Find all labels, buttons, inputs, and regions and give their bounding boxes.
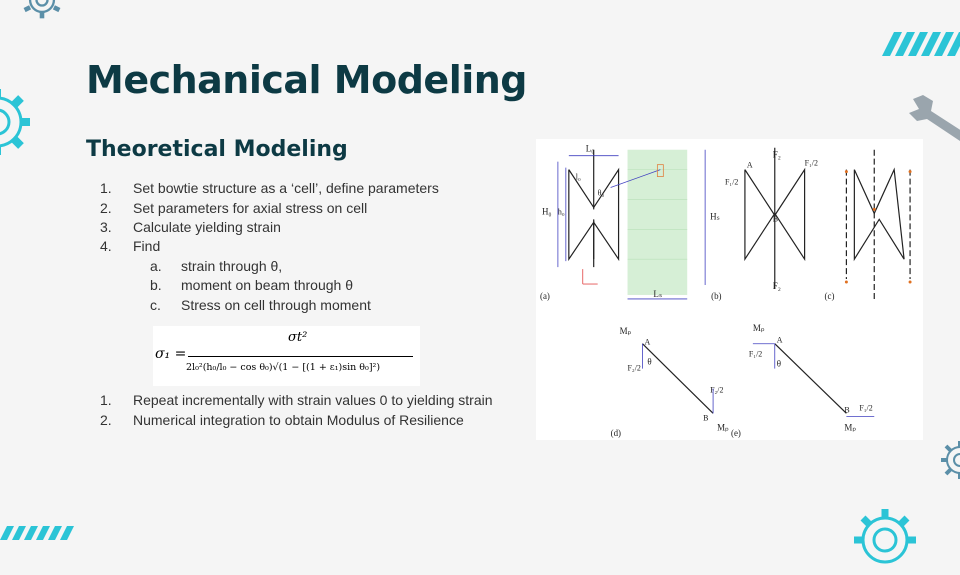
- label-l0: L₀: [586, 144, 595, 154]
- label-h0-cap: H₀: [542, 206, 552, 216]
- list-letter: c.: [150, 297, 161, 313]
- list-text: Find: [133, 238, 161, 254]
- label-theta: θ: [647, 357, 651, 367]
- panel-label-d: (d): [611, 428, 621, 438]
- list-number: 2.: [100, 200, 112, 216]
- list-number: 1.: [100, 180, 112, 196]
- label-mp: Mₚ: [753, 323, 765, 333]
- list-text: Set bowtie structure as a ‘cell’, define…: [133, 180, 439, 196]
- label-f2-half: F₂/2: [628, 364, 641, 373]
- gear-icon: [23, 0, 61, 19]
- wrench-icon: [909, 95, 960, 141]
- label-a: A: [644, 338, 650, 347]
- equation-numerator: σt²: [288, 330, 308, 345]
- label-theta0: θ₀: [598, 188, 605, 197]
- equation-lhs: σ₁ =: [155, 346, 187, 362]
- label-f1-half: F₁/2: [805, 159, 818, 168]
- gear-icon: [941, 441, 960, 479]
- bowtie-cell-c: [845, 149, 911, 299]
- label-h0: h₀: [558, 207, 565, 216]
- list-number: 4.: [100, 238, 112, 254]
- label-mp: Mₚ: [620, 326, 632, 336]
- label-b: B: [844, 405, 849, 414]
- label-f1-half: F₁/2: [859, 403, 872, 412]
- label-f1-half: F₁/2: [749, 350, 762, 359]
- list-text: moment on beam through θ: [181, 277, 353, 293]
- label-f2: F₂: [773, 281, 781, 291]
- list-text: Stress on cell through moment: [181, 297, 371, 313]
- label-a: A: [777, 336, 783, 345]
- list-number: 3.: [100, 219, 112, 235]
- bowtie-cell-b: [744, 147, 806, 290]
- bowtie-cell-a: [568, 149, 620, 268]
- label-f1-half: F₁/2: [725, 178, 738, 187]
- list-text: Repeat incrementally with strain values …: [133, 392, 493, 408]
- list-letter: b.: [150, 277, 162, 293]
- label-b: B: [773, 214, 778, 223]
- slide-title: Mechanical Modeling: [86, 58, 528, 102]
- section-subtitle: Theoretical Modeling: [86, 137, 348, 162]
- panel-label-e: (e): [731, 428, 741, 438]
- equation-denominator: 2l₀²(h₀/l₀ − cos θ₀)√(1 − [(1 + ε₁)sin θ…: [186, 362, 381, 373]
- stripes-decoration: [0, 526, 74, 540]
- list-number: 2.: [100, 412, 112, 428]
- label-b: B: [703, 413, 708, 422]
- list-number: 1.: [100, 392, 112, 408]
- panel-label-a: (a): [540, 291, 550, 301]
- label-hs: Hₛ: [710, 211, 720, 221]
- label-theta: θ: [777, 359, 781, 369]
- stripes-decoration: [882, 32, 960, 56]
- equation-image: σ₁ = σt² 2l₀²(h₀/l₀ − cos θ₀)√(1 − [(1 +…: [153, 326, 420, 386]
- list-text: Set parameters for axial stress on cell: [133, 200, 368, 216]
- list-letter: a.: [150, 258, 162, 274]
- gear-icon: [0, 89, 30, 155]
- list-text: Calculate yielding strain: [133, 219, 281, 235]
- bowtie-figure: L₀ H₀ h₀ l₀ θ₀ Hₛ Lₛ (a) F₂ F₂ F₁/2 F₁/2…: [536, 139, 923, 440]
- fraction-bar: [188, 356, 413, 357]
- beam-e: [774, 343, 847, 414]
- list-text: strain through θ,: [181, 258, 283, 274]
- label-f2-half: F₂/2: [710, 385, 723, 394]
- label-ls: Lₛ: [653, 289, 662, 299]
- panel-label-c: (c): [825, 291, 835, 301]
- label-a: A: [747, 161, 753, 170]
- bowtie-diagram: L₀ H₀ h₀ l₀ θ₀ Hₛ Lₛ (a) F₂ F₂ F₁/2 F₁/2…: [540, 144, 912, 438]
- label-f2: F₂: [773, 150, 781, 160]
- beam-d: [642, 343, 714, 414]
- gear-icon: [854, 509, 916, 564]
- panel-label-b: (b): [711, 291, 721, 301]
- label-mp: Mₚ: [717, 422, 729, 432]
- list-text: Numerical integration to obtain Modulus …: [133, 412, 464, 428]
- label-l0-beam: l₀: [576, 173, 581, 182]
- label-mp: Mₚ: [844, 422, 856, 432]
